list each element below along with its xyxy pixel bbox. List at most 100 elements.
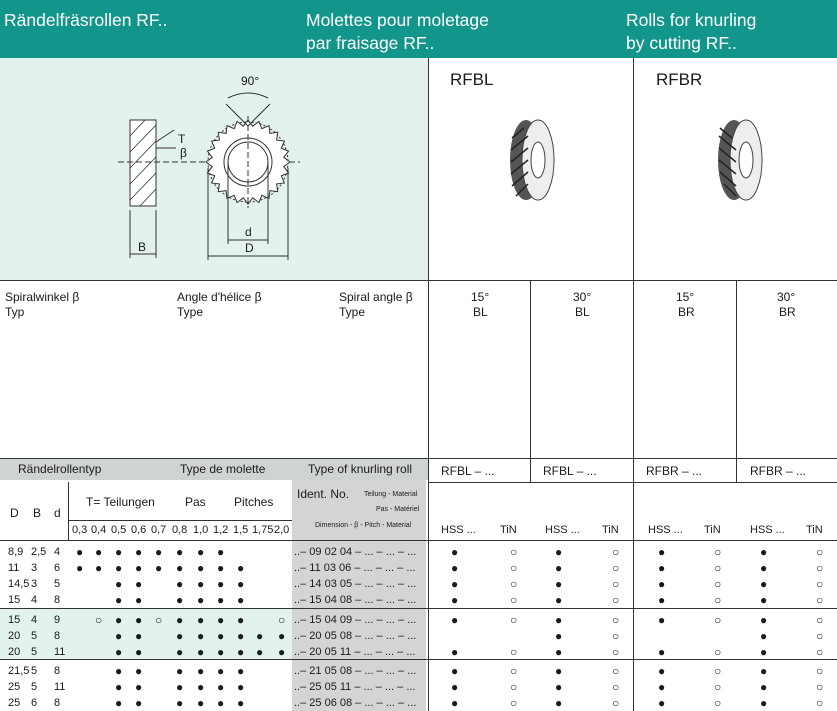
cell-d: 11 [54, 646, 66, 658]
pitch-value: 1,75 [252, 524, 274, 536]
material-mark: ● [555, 593, 563, 607]
material-mark: ○ [612, 680, 620, 694]
pitch-mark: ● [176, 664, 184, 678]
material-mark: ● [451, 680, 459, 694]
ident-number: ..– 20 05 11 – ... – ... – ... [294, 646, 416, 658]
material-mark: ● [451, 664, 459, 678]
pitch-mark: ● [217, 577, 225, 591]
material-mark: ● [451, 561, 459, 575]
material-mark: ● [658, 545, 666, 559]
pitch-value: 2,0 [274, 524, 290, 536]
cell-d: 11 [54, 681, 66, 693]
cell-D: 21,5 [8, 665, 30, 677]
rfbr-title: RFBR [656, 70, 703, 89]
pitch-mark: ● [197, 664, 205, 678]
pitch-mark: ● [197, 680, 205, 694]
material-mark: ● [451, 696, 459, 710]
pitch-value: 1,2 [213, 524, 229, 536]
pitch-mark: ● [115, 613, 123, 627]
divider [68, 520, 292, 521]
spiral-type: BL [473, 305, 488, 319]
pitch-mark: ● [197, 645, 205, 659]
material-mark: ○ [612, 664, 620, 678]
cell-B: 2,5 [31, 546, 47, 558]
ident-number: ..– 21 05 08 – ... – ... – ... [294, 665, 417, 677]
pitch-mark: ● [135, 696, 143, 710]
pitch-mark: ● [197, 577, 205, 591]
pitch-mark: ● [135, 645, 143, 659]
technical-drawing [118, 92, 300, 260]
material-mark: ○ [714, 645, 722, 659]
ident-number: ..– 25 05 11 – ... – ... – ... [294, 681, 416, 693]
spiral-label-de: Spiralwinkel β [5, 290, 80, 304]
pitch-mark: ● [76, 545, 84, 559]
table-header-bar [0, 458, 428, 480]
pitch-mark: ● [135, 561, 143, 575]
material-mark: ● [451, 645, 459, 659]
material-mark: ● [555, 545, 563, 559]
material-mark: ○ [612, 577, 620, 591]
rfbl-roll-image [510, 119, 555, 201]
pitch-mark: ○ [95, 613, 103, 627]
material-mark: ○ [510, 664, 518, 678]
material-mark: ○ [612, 645, 620, 659]
pitch-mark: ● [115, 593, 123, 607]
cell-D: 25 [8, 681, 21, 693]
material-label: TiN [500, 524, 517, 536]
pitch-mark: ● [135, 680, 143, 694]
pitch-mark: ● [176, 593, 184, 607]
cell-d: 6 [54, 562, 61, 574]
pitch-mark: ● [217, 561, 225, 575]
material-mark: ○ [510, 561, 518, 575]
spiral-type-de: Typ [5, 305, 25, 319]
cell-d: 9 [54, 614, 61, 626]
rfbr-roll-image [718, 119, 763, 201]
pitch-mark: ● [237, 645, 245, 659]
cell-d: 8 [54, 665, 61, 677]
ident-column-bg [292, 480, 426, 711]
spiral-angle: 30° [573, 290, 592, 304]
ident-number: ..– 20 05 08 – ... – ... – ... [294, 630, 417, 642]
material-mark: ● [555, 696, 563, 710]
material-mark: ○ [510, 577, 518, 591]
cell-B: 5 [31, 681, 38, 693]
pitch-mark: ● [176, 613, 184, 627]
cell-D: 8,9 [8, 546, 24, 558]
cell-B: 3 [31, 562, 38, 574]
ident-number: ..– 14 03 05 – ... – ... – ... [294, 578, 417, 590]
material-mark: ● [760, 664, 768, 678]
cell-D: 20 [8, 646, 21, 658]
pitch-mark: ○ [155, 613, 163, 627]
material-mark: ● [555, 629, 563, 643]
rfbl-title: RFBL [450, 70, 494, 89]
cell-D: 25 [8, 697, 21, 709]
title-fr-line2: par fraisage RF.. [306, 33, 435, 53]
material-mark: ○ [816, 545, 824, 559]
col-prefix: RFBR – ... [646, 464, 703, 478]
pitch-mark: ● [115, 545, 123, 559]
row-group-band [0, 608, 292, 659]
cell-B: 5 [31, 646, 38, 658]
pitch-mark: ● [237, 664, 245, 678]
pitch-mark: ● [237, 613, 245, 627]
d-dimension-label: d [245, 225, 252, 239]
pitch-value: 1,5 [233, 524, 249, 536]
material-mark: ○ [816, 664, 824, 678]
material-mark: ○ [714, 696, 722, 710]
pitch-mark: ● [115, 696, 123, 710]
material-mark: ○ [714, 613, 722, 627]
material-label: TiN [602, 524, 619, 536]
material-mark: ○ [714, 593, 722, 607]
pitch-value: 1,0 [193, 524, 209, 536]
material-mark: ● [760, 561, 768, 575]
ident-number: ..– 15 04 09 – ... – ... – ... [294, 614, 417, 626]
header-fr: Type de molette [180, 462, 266, 476]
material-label: HSS ... [441, 524, 476, 536]
pitch-mark: ● [197, 545, 205, 559]
b-dimension-label: B [138, 240, 147, 254]
header-en: Type of knurling roll [308, 462, 413, 476]
pitch-mark: ● [176, 561, 184, 575]
ident-number: ..– 15 04 08 – ... – ... – ... [294, 594, 417, 606]
pitch-mark: ● [176, 696, 184, 710]
ident-number: ..– 09 02 04 – ... – ... – ... [294, 546, 417, 558]
